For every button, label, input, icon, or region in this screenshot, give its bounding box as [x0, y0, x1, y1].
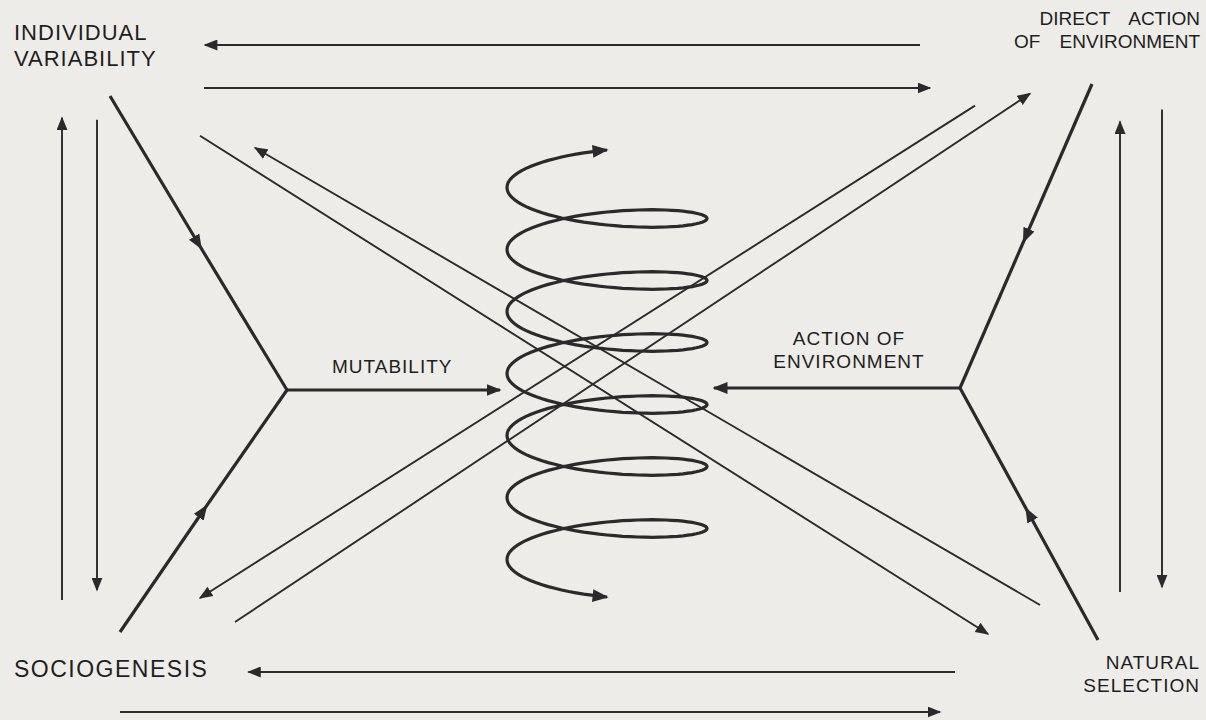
connector-arrow	[255, 148, 1040, 605]
connector-arrow	[120, 711, 940, 713]
environment-arrow	[714, 386, 960, 389]
node-label: SOCIOGENESIS	[14, 656, 208, 684]
concept-node: INDIVIDUAL VARIABILITY	[14, 20, 179, 73]
concept-node: SOCIOGENESIS	[14, 656, 208, 684]
connector-arrow	[96, 120, 98, 590]
connector-arrow	[200, 136, 988, 634]
connector-arrow	[200, 106, 975, 598]
concept-node: NATURAL SELECTION	[1076, 652, 1200, 698]
connector-arrow	[205, 44, 920, 46]
node-label: INDIVIDUAL VARIABILITY	[14, 20, 179, 73]
connector-arrow	[248, 671, 955, 673]
connector-arrow	[1161, 110, 1163, 587]
connector-arrow	[1119, 122, 1121, 592]
flow-label: MUTABILITY	[330, 356, 455, 379]
connector-arrow	[235, 94, 1030, 622]
flow-label: ACTION OF ENVIRONMENT	[752, 328, 946, 374]
concept-node: DIRECT ACTION OF ENVIRONMENT	[1003, 8, 1200, 54]
connector-arrow	[61, 118, 63, 600]
node-label: NATURAL SELECTION	[1076, 652, 1200, 698]
merge-arm	[960, 388, 1098, 640]
node-label: DIRECT ACTION OF ENVIRONMENT	[1003, 8, 1200, 54]
merge-arm	[960, 84, 1092, 388]
merge-arm	[110, 96, 287, 390]
spiral-helix	[507, 150, 707, 597]
mutability-arrow	[287, 388, 500, 391]
connector-arrow	[204, 87, 930, 89]
